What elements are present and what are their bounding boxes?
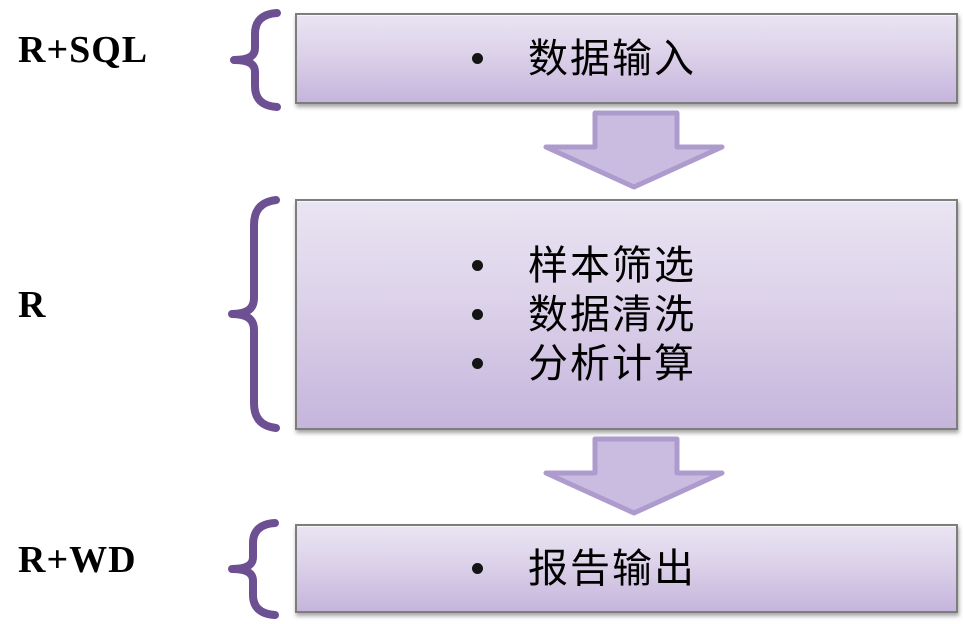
left-brace-icon: [228, 519, 279, 619]
down-arrow-icon: [543, 436, 725, 516]
process-box-data-input: 数据输入: [295, 13, 958, 104]
process-box-analysis: 样本筛选 数据清洗 分析计算: [295, 199, 958, 430]
bullet-icon: [472, 260, 483, 271]
bullet-icon: [472, 358, 483, 369]
box-item-text: 数据清洗: [528, 292, 696, 337]
bullet-icon: [472, 563, 483, 574]
list-item: 分析计算: [472, 339, 956, 388]
bullet-icon: [472, 309, 483, 320]
left-brace-icon: [230, 9, 281, 111]
down-arrow-icon: [543, 110, 725, 190]
row-label-r-sql: R+SQL: [18, 29, 149, 71]
process-box-report-output: 报告输出: [295, 524, 958, 613]
row-label-r: R: [18, 284, 47, 326]
list-item: 样本筛选: [472, 241, 956, 290]
row-label-r-wd: R+WD: [18, 539, 137, 581]
list-item: 数据清洗: [472, 290, 956, 339]
box-item-text: 报告输出: [528, 546, 696, 591]
box-item-text: 数据输入: [528, 36, 696, 81]
box-item-text: 分析计算: [528, 341, 696, 386]
left-brace-icon: [228, 196, 280, 432]
list-item: 报告输出: [472, 544, 956, 593]
list-item: 数据输入: [472, 34, 956, 83]
bullet-icon: [472, 53, 483, 64]
box-item-text: 样本筛选: [528, 243, 696, 288]
